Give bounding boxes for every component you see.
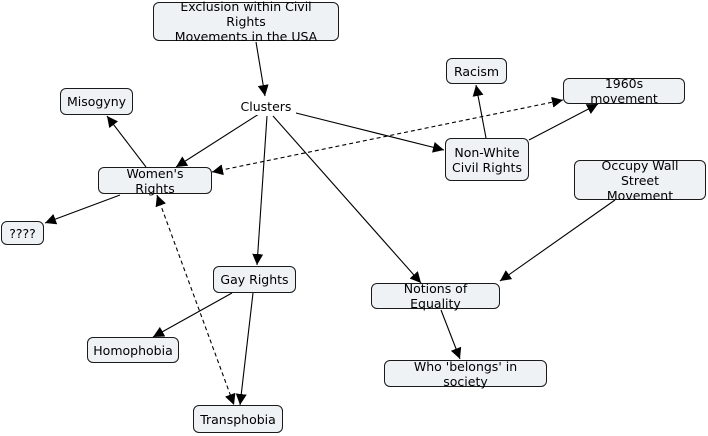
link-clusters-to-non-white	[291, 111, 445, 153]
node-homophobia[interactable]: Homophobia	[87, 337, 179, 363]
node-womens-rights[interactable]: Women's Rights	[98, 166, 212, 196]
node-1960s-movement[interactable]: 1960s movement	[563, 76, 685, 106]
link-womens-rights-to-unknown	[44, 194, 121, 225]
node-racism[interactable]: Racism	[446, 58, 507, 84]
link-gay-rights-to-homophobia	[152, 292, 233, 338]
link-equality-to-belongs	[440, 309, 462, 360]
node-root[interactable]: Exclusion within Civil Rights Movements …	[153, 0, 339, 44]
link-non-white-to-movement-1960s	[528, 103, 599, 141]
node-non-white-civil-rights[interactable]: Non-White Civil Rights	[445, 138, 529, 181]
link-womens-rights-to-misogyny	[106, 115, 147, 168]
link-root-to-clusters	[255, 41, 269, 97]
node-gay-rights[interactable]: Gay Rights	[213, 266, 296, 293]
link-clusters-to-gay-rights	[252, 115, 268, 266]
node-misogyny[interactable]: Misogyny	[60, 88, 133, 115]
link-clusters-to-womens-rights	[175, 111, 263, 168]
link-non-white-to-racism	[472, 84, 487, 139]
node-notions-of-equality[interactable]: Notions of Equality	[371, 281, 500, 311]
node-transphobia[interactable]: Transphobia	[193, 405, 283, 433]
node-occupy-wall-street[interactable]: Occupy Wall Street Movement	[574, 158, 706, 203]
link-gay-rights-to-transphobia	[235, 292, 254, 406]
link-occupy-to-equality	[499, 199, 616, 282]
node-who-belongs[interactable]: Who 'belongs' in society	[384, 359, 547, 389]
link-womens-rights-to-transphobia	[155, 194, 236, 406]
link-womens-rights-to-movement-1960s	[211, 96, 564, 176]
node-unknown[interactable]: ????	[1, 221, 44, 245]
node-clusters[interactable]: Clusters	[236, 97, 296, 115]
link-clusters-to-equality	[272, 115, 422, 284]
